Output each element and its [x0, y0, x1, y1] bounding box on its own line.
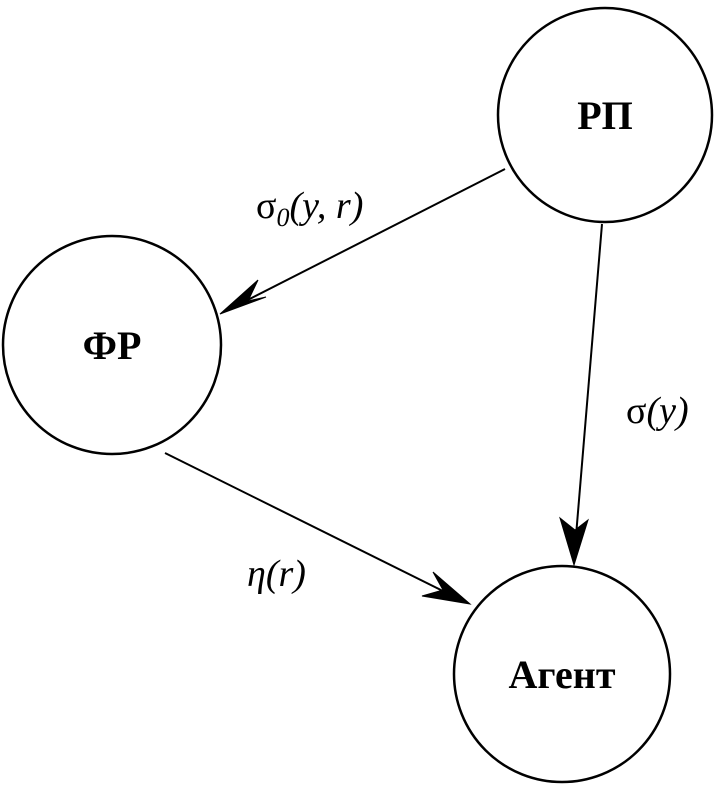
node-fr-circle [1, 234, 223, 456]
node-rp-circle [496, 6, 714, 224]
edge-rp-to-fr [219, 168, 506, 315]
edge-label-fr-agent: η(r) [247, 553, 306, 595]
edge-label-fr-agent-symbol: η [247, 553, 266, 595]
edge-line-rp-fr [231, 168, 506, 309]
edge-label-rp-fr-symbol: σ [256, 185, 276, 227]
edge-label-rp-fr-args: (y, r) [289, 185, 363, 227]
node-rp-label: РП [577, 93, 633, 138]
edge-label-fr-agent-args: (r) [266, 553, 306, 595]
edge-label-rp-agent-symbol: σ [626, 390, 646, 432]
node-rp: РП [496, 6, 714, 224]
edge-rp-to-agent [559, 223, 603, 567]
edge-label-rp-fr-subscript: 0 [276, 203, 289, 232]
edge-label-rp-agent: σ(y) [626, 390, 689, 432]
node-agent-circle [452, 564, 672, 784]
node-agent-label: Агент [509, 652, 616, 697]
arrowhead-fr-agent [421, 571, 472, 605]
edge-line-rp-agent [574, 223, 603, 549]
node-agent: Агент [452, 564, 672, 784]
arrowhead-rp-fr [219, 279, 267, 315]
arrowhead-rp-agent [559, 516, 589, 567]
edge-line-fr-agent [164, 452, 456, 598]
edge-label-rp-fr: σ0(y, r) [256, 185, 363, 232]
edge-fr-to-agent [164, 452, 472, 605]
node-fr-label: ФР [83, 323, 142, 368]
edge-label-rp-agent-args: (y) [646, 390, 688, 432]
node-fr: ФР [1, 234, 223, 456]
